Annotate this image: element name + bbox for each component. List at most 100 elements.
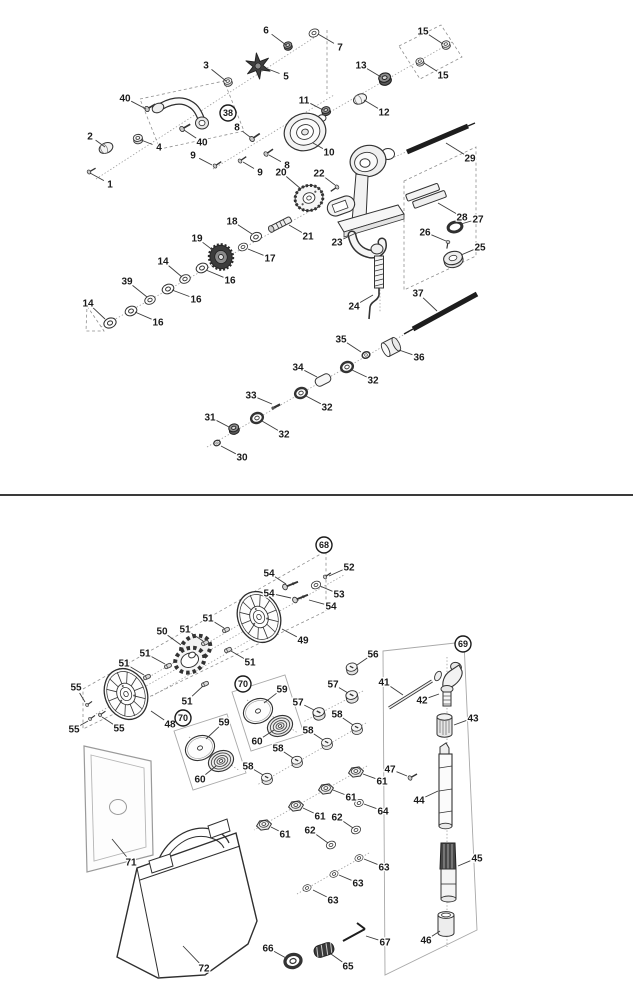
leader-line — [111, 838, 127, 857]
part-label: 43 — [467, 714, 479, 725]
part-44-shaft — [438, 742, 453, 830]
leader-line — [261, 420, 279, 431]
part-46-cup — [437, 911, 455, 937]
part-label: 33 — [245, 391, 257, 402]
leader-line — [182, 945, 200, 964]
leader-line — [191, 685, 204, 697]
leader-line — [338, 874, 352, 881]
circled-label: 38 — [223, 108, 233, 118]
leader-line — [167, 634, 182, 646]
part-5-star-drag — [245, 52, 271, 80]
part-label: 51 — [118, 659, 130, 670]
part-label: 54 — [263, 569, 275, 580]
leader-line — [273, 951, 287, 959]
part-label: 61 — [345, 793, 357, 804]
part-label: 30 — [236, 453, 248, 464]
part-23-frame — [326, 144, 405, 259]
part-label: 63 — [352, 879, 364, 890]
part-label: 20 — [275, 168, 287, 179]
part-label: 36 — [413, 353, 425, 364]
part-label: 39 — [121, 277, 133, 288]
part-3-nut — [222, 76, 234, 88]
part-35-ring — [360, 349, 372, 361]
part-label: 51 — [202, 614, 214, 625]
leader-line — [366, 68, 382, 78]
part-27-ring — [446, 220, 464, 234]
leader-line — [302, 807, 314, 814]
part-label: 66 — [262, 944, 274, 955]
part-53-washer — [309, 579, 323, 591]
part-66-cap — [281, 951, 305, 971]
leader-lines — [79, 33, 474, 964]
part-19-main-gear — [207, 243, 235, 271]
leader-line — [257, 397, 273, 405]
part-13-nut — [377, 71, 393, 88]
leader-line — [312, 142, 324, 149]
part-37-worm-shaft — [403, 291, 479, 335]
part-label: 4 — [156, 143, 162, 154]
part-36-roller-clutch — [380, 336, 402, 358]
leader-line — [396, 771, 408, 777]
part-label: 5 — [283, 72, 289, 83]
circled-label: 70 — [238, 679, 248, 689]
leader-line — [312, 889, 327, 898]
part-8-screw — [262, 146, 276, 158]
part-4-handle-nut — [132, 133, 144, 145]
leader-line — [363, 803, 377, 810]
part-8-screw — [247, 130, 263, 144]
leader-line — [303, 369, 318, 378]
leader-line — [253, 769, 264, 776]
leader-line — [183, 129, 197, 139]
part-67-wire-pin — [342, 922, 366, 942]
part-label: 59 — [276, 685, 288, 696]
leader-line — [150, 656, 166, 665]
leader-line — [359, 294, 374, 303]
leader-line — [205, 269, 224, 278]
leader-line — [309, 102, 324, 111]
part-21-drive-shaft — [267, 216, 292, 233]
part-30-ring — [212, 438, 222, 448]
leader-line — [428, 693, 440, 699]
part-label: 55 — [70, 683, 82, 694]
leader-line — [205, 726, 220, 740]
leader-line — [445, 142, 465, 155]
part-label: 72 — [198, 964, 210, 975]
part-54-screw — [280, 578, 301, 592]
part-label: 17 — [264, 254, 276, 265]
leader-line — [211, 69, 227, 82]
part-label: 6 — [263, 26, 269, 37]
leader-line — [398, 349, 413, 356]
leader-line — [270, 826, 279, 832]
part-48-spool-flange — [96, 661, 156, 727]
leader-line — [460, 220, 472, 225]
leader-line — [362, 773, 376, 780]
part-label: 40 — [119, 94, 131, 105]
part-label: 58 — [331, 710, 343, 721]
leader-line — [328, 569, 343, 577]
leader-line — [422, 297, 438, 312]
leader-line — [428, 34, 444, 45]
leader-line — [150, 710, 165, 721]
part-label: 12 — [378, 108, 390, 119]
part-label: 63 — [378, 863, 390, 874]
part-label: 52 — [343, 563, 355, 574]
part-18-washer — [248, 230, 264, 244]
leader-line — [343, 232, 357, 240]
leader-line — [351, 369, 367, 378]
leader-line — [92, 307, 106, 320]
leader-line — [288, 224, 303, 233]
part-65-spring — [313, 942, 335, 958]
construction-lines — [85, 24, 477, 448]
part-label: 40 — [196, 138, 208, 149]
leader-line — [215, 419, 230, 428]
leader-line — [79, 692, 86, 703]
circled-label: 70 — [178, 713, 188, 723]
part-label: 29 — [464, 154, 476, 165]
part-43-knurled-nut — [436, 713, 453, 738]
part-label: 71 — [125, 858, 137, 869]
leader-line — [332, 789, 345, 795]
leader-line — [213, 621, 225, 629]
part-label: 44 — [413, 796, 425, 807]
leader-line — [242, 161, 255, 169]
